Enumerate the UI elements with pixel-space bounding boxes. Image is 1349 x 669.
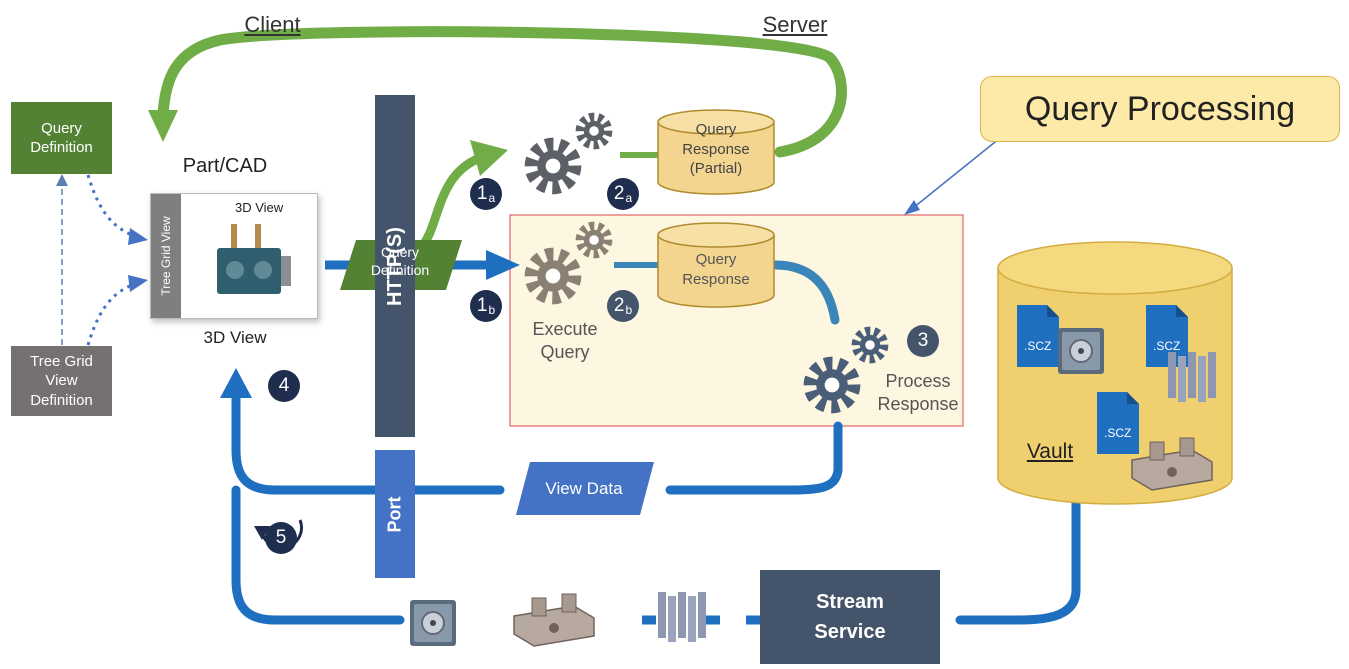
query-response-database-icon [657, 222, 775, 308]
tree-grid-view-tab-label: Tree Grid View [159, 216, 173, 296]
stream-bracket-icon [513, 593, 595, 647]
tree-grid-view-definition-box: Tree Grid View Definition [11, 346, 112, 416]
http-bar: HTTP(S) [375, 95, 415, 437]
query-processing-callout: Query Processing [980, 76, 1340, 142]
green-query-arrow [415, 153, 485, 253]
green-return-arrow [157, 26, 847, 158]
part-cad-view-panel: Tree Grid View 3D View [150, 193, 318, 319]
step-5-badge: 5 [265, 522, 297, 554]
part-cad-label: Part/CAD [182, 155, 268, 177]
view-data-tag-label: View Data [545, 479, 623, 498]
query-definition-tag-label: Query Definition [370, 244, 430, 278]
stream-heatsink-icon [658, 592, 706, 642]
heatsink-icon [1168, 352, 1216, 402]
execute-query-label: Execute Query [532, 319, 598, 362]
view-data-tag [516, 462, 654, 515]
step-4-badge: 4 [268, 370, 300, 402]
process-response-label: Process Response [877, 371, 959, 414]
scz-file-label: .SCZ [1024, 339, 1052, 353]
step-3-badge: 3 [907, 325, 939, 357]
view-3d-caption: 3D View [203, 328, 267, 347]
cad-model-icon [217, 224, 291, 294]
client-label: Client [244, 12, 301, 37]
query-response-partial-database-icon [657, 109, 775, 195]
query-definition-box: Query Definition [11, 102, 112, 174]
query-response-label: Query Response [682, 251, 750, 288]
scz-document-icon [1017, 305, 1059, 367]
tree-grid-view-tab[interactable]: Tree Grid View [151, 194, 181, 318]
vault-label: Vault [1026, 440, 1074, 463]
port-label: Port [384, 496, 405, 532]
port-bar: Port [375, 450, 415, 578]
stream-stepper-motor-icon [409, 599, 457, 647]
server-label: Server [762, 12, 828, 37]
gear-icon [532, 117, 608, 187]
query-response-partial-label: Query Response (Partial) [682, 121, 750, 177]
scz-document-icon [1097, 392, 1139, 454]
scz-file-label: .SCZ [1153, 339, 1181, 353]
inner-3d-view-label: 3D View [235, 200, 284, 215]
scz-file-label: .SCZ [1104, 426, 1132, 440]
stream-service-box: Stream Service [760, 570, 940, 664]
stepper-motor-icon [1057, 327, 1105, 375]
